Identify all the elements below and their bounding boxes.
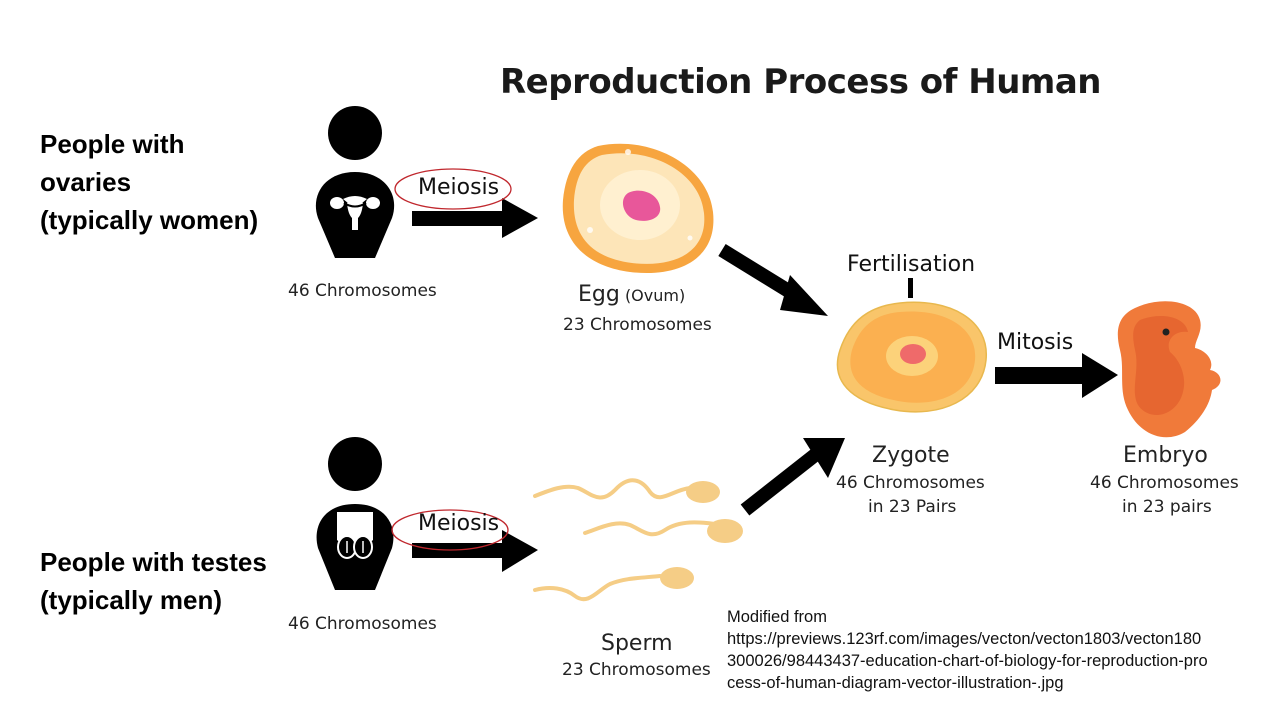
meiosis-highlight-circle-top xyxy=(394,168,512,210)
credit-url-line: https://previews.123rf.com/images/vecton… xyxy=(727,630,1202,648)
testes-label-line: (typically men) xyxy=(40,585,223,615)
zygote-cell-icon xyxy=(836,301,987,413)
egg-to-zygote-arrow xyxy=(718,244,828,316)
fertilisation-marker xyxy=(908,278,913,298)
testes-icon xyxy=(337,512,373,559)
embryo-chromosome-count: 46 Chromosomes xyxy=(1090,473,1239,493)
sperm-chromosome-count: 23 Chromosomes xyxy=(562,660,711,680)
credit-url-line: cess-of-human-diagram-vector-illustratio… xyxy=(727,674,1064,692)
embryo-label: Embryo xyxy=(1123,443,1208,468)
zygote-pairs: in 23 Pairs xyxy=(868,497,957,517)
meiosis-arrow-bottom xyxy=(412,530,538,572)
ovaries-label-line: ovaries xyxy=(40,167,132,197)
zygote-label: Zygote xyxy=(872,443,950,468)
meiosis-label-top: Meiosis xyxy=(418,175,500,200)
ovaries-group-label: People with ovaries (typically women) xyxy=(40,125,258,239)
egg-name-row: Egg (Ovum) xyxy=(578,282,685,307)
female-figure-icon xyxy=(315,106,395,258)
embryo-pairs: in 23 pairs xyxy=(1122,497,1212,517)
egg-label: Egg xyxy=(578,282,620,307)
egg-cell-icon xyxy=(562,143,714,274)
ovaries-chromosome-count: 46 Chromosomes xyxy=(288,281,437,301)
fertilisation-label: Fertilisation xyxy=(847,252,976,277)
embryo-icon xyxy=(1117,301,1221,438)
ovaries-label-line: People with xyxy=(40,129,185,159)
sperm-cells-icon xyxy=(533,478,717,602)
testes-label-line: People with testes xyxy=(40,547,267,577)
mitosis-arrow xyxy=(995,353,1118,398)
mitosis-label: Mitosis xyxy=(997,330,1074,355)
uterus-icon xyxy=(330,196,380,230)
diagram-title: Reproduction Process of Human xyxy=(500,62,1102,102)
zygote-chromosome-count: 46 Chromosomes xyxy=(836,473,985,493)
sperm-heads xyxy=(660,481,743,589)
testes-chromosome-count: 46 Chromosomes xyxy=(288,614,437,634)
egg-chromosome-count: 23 Chromosomes xyxy=(563,315,712,335)
sperm-to-zygote-arrow xyxy=(740,438,845,516)
source-credit: Modified from https://previews.123rf.com… xyxy=(727,606,1275,694)
meiosis-label-bottom: Meiosis xyxy=(418,511,500,536)
sperm-label: Sperm xyxy=(601,631,673,656)
testes-group-label: People with testes (typically men) xyxy=(40,543,267,619)
male-figure-icon xyxy=(316,437,394,590)
meiosis-highlight-circle-bottom xyxy=(391,509,509,551)
meiosis-arrow-top xyxy=(412,198,538,238)
ovaries-label-line: (typically women) xyxy=(40,205,259,235)
credit-url-line: 300026/98443437-education-chart-of-biolo… xyxy=(727,652,1208,670)
credit-line: Modified from xyxy=(727,608,827,626)
egg-alt-label: (Ovum) xyxy=(624,286,686,305)
